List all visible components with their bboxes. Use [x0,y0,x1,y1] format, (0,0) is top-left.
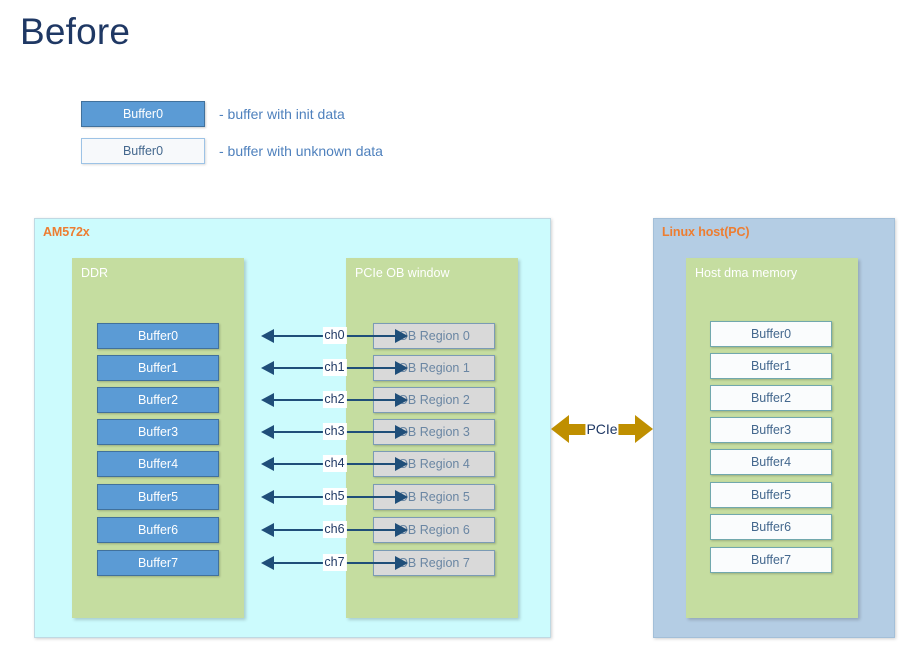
channel-label-2: ch2 [322,391,347,408]
channel-label-0: ch0 [322,327,347,344]
ob-region-4[interactable]: OB Region 4 [373,451,495,477]
arrow-head-right-icon [395,361,408,375]
memblock-title-ddr: DDR [81,266,109,280]
channel-label-4: ch4 [322,455,347,472]
arrow-head-right-icon [395,457,408,471]
arrow-head-left-icon [261,457,274,471]
ddr-buffer-0[interactable]: Buffer0 [97,323,219,349]
page-title: Before [20,11,131,52]
arrow-head-left-icon [261,393,274,407]
panel-title-linux-host: Linux host(PC) [662,225,750,239]
legend-label-unknown-data: - buffer with unknown data [219,143,383,159]
arrow-head-right-icon [395,523,408,537]
panel-title-am572x: AM572x [43,225,90,239]
channel-arrow-4: ch4 [261,455,408,473]
channel-arrow-2: ch2 [261,391,408,409]
host-buffer-2[interactable]: Buffer2 [710,385,832,411]
legend-chip-empty: Buffer0 [81,138,205,164]
legend-label-init-data: - buffer with init data [219,106,345,122]
legend-item-init-data: Buffer0 - buffer with init data [81,101,345,127]
arrow-head-left-icon [261,361,274,375]
pcie-link-arrow: PCIe [551,412,653,448]
arrow-head-left-icon [261,329,274,343]
ob-region-2[interactable]: OB Region 2 [373,387,495,413]
channel-arrow-5: ch5 [261,488,408,506]
host-buffer-5[interactable]: Buffer5 [710,482,832,508]
channel-label-5: ch5 [322,488,347,505]
memblock-title-host-dma-memory: Host dma memory [695,266,798,280]
channel-label-7: ch7 [322,554,347,571]
ddr-buffer-1[interactable]: Buffer1 [97,355,219,381]
memblock-host-dma-memory: Host dma memory Buffer0 Buffer1 Buffer2 … [686,258,858,618]
ddr-buffer-6[interactable]: Buffer6 [97,517,219,543]
arrow-head-right-icon [395,329,408,343]
arrow-head-right-icon [395,490,408,504]
host-buffer-1[interactable]: Buffer1 [710,353,832,379]
channel-label-3: ch3 [322,423,347,440]
channel-arrow-6: ch6 [261,521,408,539]
host-buffer-7[interactable]: Buffer7 [710,547,832,573]
memblock-ddr: DDR Buffer0 Buffer1 Buffer2 Buffer3 Buff… [72,258,244,618]
arrow-head-right-icon [395,556,408,570]
memblock-title-ob-window: PCIe OB window [355,266,450,280]
host-buffer-0[interactable]: Buffer0 [710,321,832,347]
ddr-buffer-2[interactable]: Buffer2 [97,387,219,413]
pcie-arrow-head-left-icon [551,415,569,443]
host-buffer-4[interactable]: Buffer4 [710,449,832,475]
channel-label-1: ch1 [322,359,347,376]
pcie-link-label: PCIe [585,419,619,440]
channel-arrow-0: ch0 [261,327,408,345]
arrow-head-left-icon [261,490,274,504]
ddr-buffer-3[interactable]: Buffer3 [97,419,219,445]
ddr-buffer-4[interactable]: Buffer4 [97,451,219,477]
panel-am572x: AM572x DDR Buffer0 Buffer1 Buffer2 Buffe… [34,218,551,638]
host-buffer-6[interactable]: Buffer6 [710,514,832,540]
arrow-head-right-icon [395,393,408,407]
arrow-head-right-icon [395,425,408,439]
arrow-head-left-icon [261,425,274,439]
host-buffer-3[interactable]: Buffer3 [710,417,832,443]
channel-arrow-1: ch1 [261,359,408,377]
channel-arrow-3: ch3 [261,423,408,441]
arrow-head-left-icon [261,556,274,570]
ddr-buffer-7[interactable]: Buffer7 [97,550,219,576]
channel-arrow-7: ch7 [261,554,408,572]
legend-item-unknown-data: Buffer0 - buffer with unknown data [81,138,383,164]
panel-linux-host: Linux host(PC) Host dma memory Buffer0 B… [653,218,895,638]
arrow-head-left-icon [261,523,274,537]
legend-chip-filled: Buffer0 [81,101,205,127]
pcie-arrow-head-right-icon [635,415,653,443]
ddr-buffer-5[interactable]: Buffer5 [97,484,219,510]
channel-label-6: ch6 [322,521,347,538]
